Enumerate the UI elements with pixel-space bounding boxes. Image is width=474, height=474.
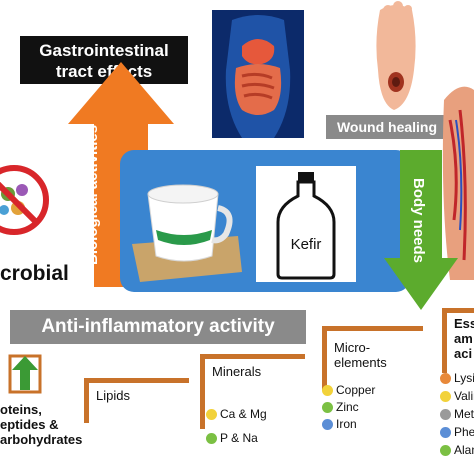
- amino-label-3: Met: [454, 407, 474, 421]
- kefir-bottle-label: Kefir: [290, 236, 322, 253]
- body-needs-label: Body needs: [410, 178, 427, 264]
- amino-item-phenylalanine: Phe: [440, 424, 474, 440]
- amino-label-5: Alan: [454, 443, 474, 457]
- amino-item-alanine: Alan: [440, 442, 474, 458]
- mineral-label-1: Ca & Mg: [220, 407, 267, 421]
- dot-green: [206, 433, 217, 445]
- micro-label-3: Iron: [336, 417, 357, 431]
- foot-wound-image: [366, 0, 426, 112]
- amino-title-3: aci: [454, 346, 473, 361]
- amino-title-2: am: [454, 331, 473, 346]
- wound-healing-box: Wound healing: [326, 115, 448, 139]
- mineral-item-p-na: P & Na: [206, 430, 258, 446]
- proteins-line-2: eptides &: [0, 417, 59, 432]
- dot-blue: [322, 419, 333, 431]
- micro-item-zinc: Zinc: [322, 399, 359, 415]
- amino-label-4: Phe: [454, 425, 474, 439]
- amino-label-2: Valin: [454, 389, 474, 403]
- mineral-label-2: P & Na: [220, 431, 258, 445]
- arm-vessels-image: [440, 80, 474, 281]
- amino-item-methionine: Met: [440, 406, 474, 422]
- dot-green: [440, 445, 451, 457]
- anti-inflammatory-bar: Anti-inflammatory activity: [10, 310, 306, 344]
- dot-gray: [440, 409, 451, 421]
- micro-label-2: Zinc: [336, 400, 359, 414]
- intestine-image: [212, 10, 304, 138]
- kefir-bottle-image: [270, 170, 342, 280]
- amino-label-1: Lysin: [454, 371, 474, 385]
- microelements-title: Micro- elements: [334, 340, 387, 370]
- proteins-line-1: oteins,: [0, 402, 42, 417]
- kefir-cup-image: [126, 164, 244, 284]
- dot-yellow: [440, 391, 451, 403]
- body-needs-arrow: [384, 150, 458, 310]
- proteins-up-arrow: [0, 350, 48, 394]
- dot-green: [322, 402, 333, 414]
- anti-inflammatory-label: Anti-inflammatory activity: [41, 316, 275, 337]
- dot-yellow: [322, 385, 333, 397]
- amino-acids-title: Ess am aci: [454, 316, 474, 361]
- proteins-line-3: arbohydrates: [0, 432, 83, 447]
- micro-item-iron: Iron: [322, 416, 357, 432]
- dot-blue: [440, 427, 451, 439]
- minerals-bracket: [200, 354, 305, 429]
- lipids-label: Lipids: [96, 388, 130, 403]
- amino-acids-bracket: [442, 308, 474, 373]
- dot-yellow: [206, 409, 217, 421]
- wound-healing-label: Wound healing: [336, 119, 438, 135]
- minerals-title: Minerals: [212, 364, 262, 379]
- microelements-title-2: elements: [334, 355, 387, 370]
- amino-item-lysine: Lysin: [440, 370, 474, 386]
- microelements-bracket: [322, 326, 423, 391]
- amino-item-valine: Valin: [440, 388, 474, 404]
- micro-label-1: Copper: [336, 383, 376, 397]
- microelements-title-1: Micro-: [334, 340, 371, 355]
- lipids-bracket: [84, 378, 189, 423]
- dot-orange: [440, 373, 451, 385]
- antimicrobial-label: crobial: [0, 262, 69, 285]
- no-microbes-icon: [0, 164, 50, 236]
- mineral-item-ca-mg: Ca & Mg: [206, 406, 267, 422]
- micro-item-copper: Copper: [322, 382, 375, 398]
- amino-title-1: Ess: [454, 316, 474, 331]
- biological-activities-label: Biological activities: [84, 124, 101, 266]
- proteins-text: oteins, eptides & arbohydrates: [0, 402, 82, 447]
